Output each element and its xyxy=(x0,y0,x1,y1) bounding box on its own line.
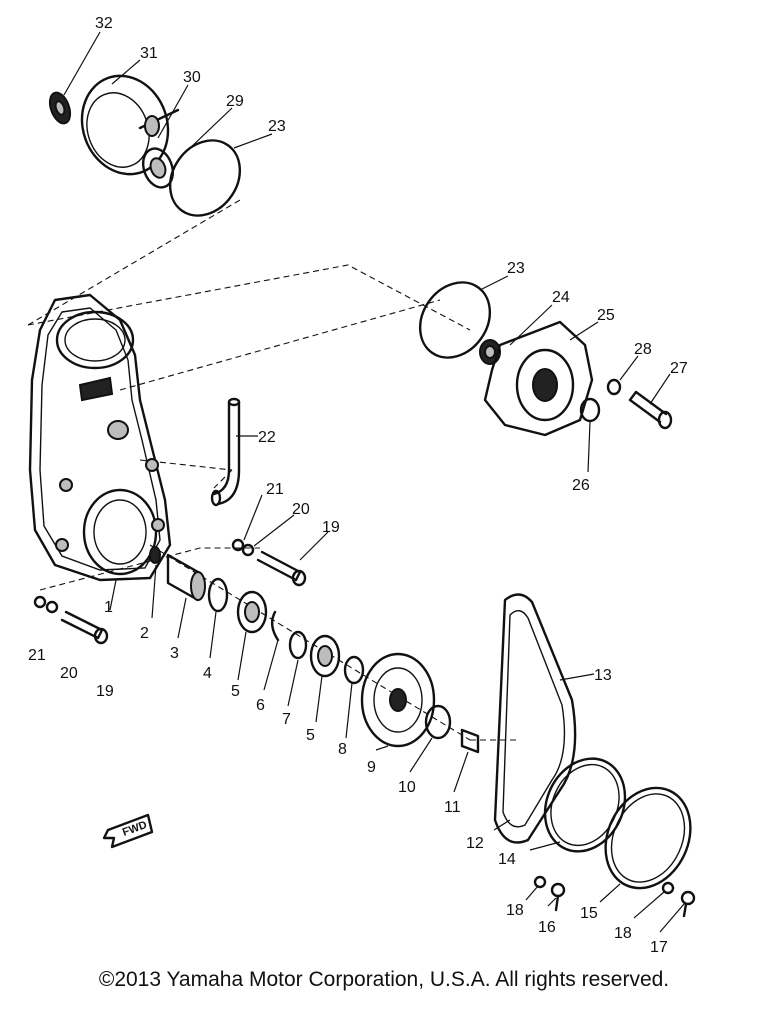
label-28: 28 xyxy=(634,341,652,358)
chaincase-housing xyxy=(28,293,172,582)
cover-plates xyxy=(543,757,692,890)
label-25: 25 xyxy=(597,307,615,324)
label-14: 14 xyxy=(498,851,516,868)
label-21-lower: 21 xyxy=(28,647,46,664)
bolt-upper xyxy=(231,538,307,587)
label-19-lower: 19 xyxy=(96,683,114,700)
drive-shaft-components xyxy=(149,546,480,754)
bolt-lower xyxy=(33,595,109,645)
label-32: 32 xyxy=(95,15,113,32)
label-10: 10 xyxy=(398,779,416,796)
label-31: 31 xyxy=(140,45,158,62)
copyright-notice: ©2013 Yamaha Motor Corporation, U.S.A. A… xyxy=(98,968,670,991)
label-11: 11 xyxy=(444,799,461,816)
label-18-right: 18 xyxy=(614,925,632,942)
label-3: 3 xyxy=(170,645,179,662)
o-ring-right xyxy=(418,281,492,359)
label-29: 29 xyxy=(226,93,244,110)
upper-bearing-housing xyxy=(48,74,180,189)
assembly-guide-lines xyxy=(27,199,520,741)
label-21-upper: 21 xyxy=(266,481,284,498)
label-9: 9 xyxy=(367,759,376,776)
label-24: 24 xyxy=(552,289,570,306)
label-7: 7 xyxy=(282,711,291,728)
label-30: 30 xyxy=(183,69,201,86)
label-20-upper: 20 xyxy=(292,501,310,518)
label-18-left: 18 xyxy=(506,902,524,919)
cover-bolts xyxy=(533,875,696,918)
label-22: 22 xyxy=(258,429,276,446)
o-ring-upper xyxy=(168,139,242,217)
label-13: 13 xyxy=(594,667,612,684)
right-bearing-housing xyxy=(479,320,673,437)
label-19-upper: 19 xyxy=(322,519,340,536)
fwd-arrow-marker: FWD xyxy=(102,813,154,849)
label-27: 27 xyxy=(670,360,688,377)
label-2: 2 xyxy=(140,625,149,642)
breather-pipe xyxy=(210,397,241,507)
label-26: 26 xyxy=(572,477,590,494)
label-6: 6 xyxy=(256,697,265,714)
label-1: 1 xyxy=(104,599,113,616)
label-16: 16 xyxy=(538,919,556,936)
label-8: 8 xyxy=(338,741,347,758)
label-4: 4 xyxy=(203,665,212,682)
label-20-lower: 20 xyxy=(60,665,78,682)
label-17: 17 xyxy=(650,939,668,956)
label-15: 15 xyxy=(580,905,598,922)
label-12: 12 xyxy=(466,835,484,852)
drive-chain xyxy=(493,593,577,844)
callout-labels: 32 31 30 29 23 23 24 25 28 27 26 22 21 2… xyxy=(28,15,688,956)
label-23-right: 23 xyxy=(507,260,525,277)
label-23-upper: 23 xyxy=(268,118,286,135)
label-5-second: 5 xyxy=(306,727,315,744)
label-5-first: 5 xyxy=(231,683,240,700)
leader-lines xyxy=(63,31,685,933)
